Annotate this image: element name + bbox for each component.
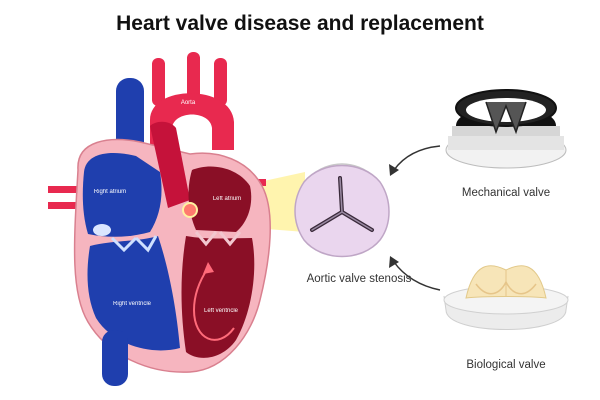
label-aorta: Aorta xyxy=(181,100,196,106)
vena-cava-opening xyxy=(93,224,111,236)
arrow-up-icon xyxy=(203,262,214,274)
pulmonary-trunk xyxy=(150,121,190,208)
mitral-valve xyxy=(194,231,242,247)
label-left-ventricle: Left ventricle xyxy=(203,308,239,314)
stenotic-valve-zoom xyxy=(294,163,390,258)
aortic-valve-marker xyxy=(182,202,198,218)
arrow-from-biological xyxy=(393,261,441,291)
left-atrium xyxy=(188,166,252,232)
label-left-atrium: Left atrium xyxy=(212,196,242,202)
arrow-left-icon xyxy=(389,256,399,268)
pulmonary-artery-lower xyxy=(48,202,80,209)
right-atrium xyxy=(82,153,162,237)
blood-flow-path xyxy=(192,267,235,341)
diagram-title: Heart valve disease and replacement xyxy=(116,12,484,35)
inferior-vena-cava xyxy=(102,330,128,386)
pulmonary-artery-upper xyxy=(48,186,80,193)
caption-aortic-valve-stenosis: Aortic valve stenosis xyxy=(306,273,412,285)
arrow-left-icon xyxy=(389,164,399,176)
caption-biological-valve: Biological valve xyxy=(466,359,546,371)
caption-mechanical-valve: Mechanical valve xyxy=(461,187,551,199)
biological-valve-image xyxy=(443,265,569,330)
left-ventricle xyxy=(181,236,255,358)
arrow-from-mechanical xyxy=(393,145,441,171)
tricuspid-valve xyxy=(110,235,158,253)
right-ventricle xyxy=(87,236,180,351)
label-right-ventricle: Right ventricle xyxy=(112,301,151,307)
mechanical-valve-image xyxy=(445,89,567,169)
label-right-atrium: Right atrium xyxy=(93,189,127,195)
